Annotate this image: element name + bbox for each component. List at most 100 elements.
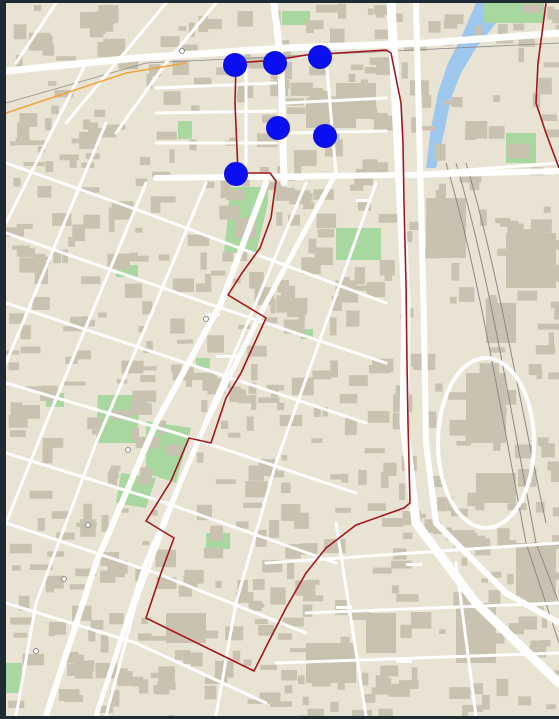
building	[210, 525, 224, 541]
building	[81, 276, 101, 285]
railway-lines	[6, 42, 559, 644]
building	[96, 128, 117, 138]
map-canvas[interactable]	[6, 3, 559, 716]
building	[10, 402, 23, 419]
building	[83, 214, 101, 229]
map-marker-4[interactable]	[266, 116, 290, 140]
markers[interactable]	[223, 45, 337, 186]
building	[443, 100, 452, 105]
building	[146, 73, 153, 89]
building	[302, 696, 309, 706]
building	[508, 540, 517, 548]
building	[225, 626, 244, 641]
map-marker-3[interactable]	[308, 45, 332, 69]
building	[94, 109, 106, 117]
building	[237, 395, 255, 404]
building	[329, 317, 337, 336]
building	[247, 345, 267, 357]
map-marker-6[interactable]	[224, 162, 248, 186]
building	[29, 564, 53, 570]
building	[398, 483, 405, 500]
building	[157, 681, 176, 690]
building	[63, 381, 86, 386]
building	[237, 11, 253, 27]
building	[541, 443, 555, 458]
building	[196, 283, 212, 293]
transit-stops	[33, 48, 209, 654]
map-marker-2[interactable]	[263, 51, 287, 75]
building	[172, 60, 189, 75]
district-boundary[interactable]	[145, 49, 411, 672]
building	[287, 304, 302, 318]
building	[203, 547, 224, 559]
building	[439, 629, 446, 634]
building	[518, 38, 535, 47]
building	[517, 290, 538, 301]
building	[229, 189, 246, 199]
building	[9, 313, 24, 324]
building	[178, 585, 193, 597]
building	[200, 252, 207, 270]
building	[284, 685, 293, 694]
building	[64, 695, 83, 702]
building	[20, 325, 31, 340]
building	[152, 196, 176, 203]
building	[330, 474, 345, 480]
building	[430, 475, 445, 488]
building	[139, 679, 149, 694]
building	[63, 326, 82, 332]
building	[479, 209, 487, 226]
building	[88, 122, 99, 134]
building	[205, 181, 215, 188]
map-marker-1[interactable]	[223, 53, 247, 77]
building	[237, 579, 248, 594]
building	[29, 490, 53, 499]
building	[343, 277, 350, 283]
building	[80, 519, 96, 537]
building-large	[366, 613, 396, 653]
building	[149, 635, 169, 641]
building	[80, 316, 89, 330]
building	[375, 675, 384, 689]
building	[251, 364, 258, 381]
building	[45, 118, 52, 131]
building	[497, 248, 507, 256]
building	[411, 667, 418, 683]
building	[259, 692, 281, 703]
building	[174, 650, 191, 660]
building	[95, 11, 116, 25]
building	[168, 715, 175, 716]
building	[496, 678, 509, 697]
building	[109, 613, 124, 625]
building	[381, 518, 404, 527]
building	[66, 664, 82, 676]
building	[259, 167, 269, 177]
building	[152, 171, 171, 178]
park-area	[6, 663, 22, 693]
building	[243, 50, 251, 68]
map-svg[interactable]	[6, 3, 559, 716]
building	[16, 223, 33, 229]
building	[281, 670, 298, 681]
building	[158, 420, 167, 435]
map-marker-5[interactable]	[313, 124, 337, 148]
building	[9, 430, 26, 438]
transit-stop-icon	[125, 447, 131, 453]
building	[48, 622, 66, 635]
road-network	[6, 3, 559, 716]
building	[531, 4, 542, 13]
building	[121, 360, 144, 374]
building	[166, 444, 182, 456]
building	[19, 248, 36, 258]
building	[260, 664, 278, 670]
building	[406, 231, 413, 243]
building	[199, 19, 222, 30]
building	[435, 383, 443, 392]
building	[301, 257, 321, 275]
building	[302, 604, 313, 617]
building	[83, 119, 91, 130]
building	[222, 251, 234, 262]
building	[107, 564, 114, 575]
building	[243, 502, 262, 508]
building	[12, 565, 21, 571]
